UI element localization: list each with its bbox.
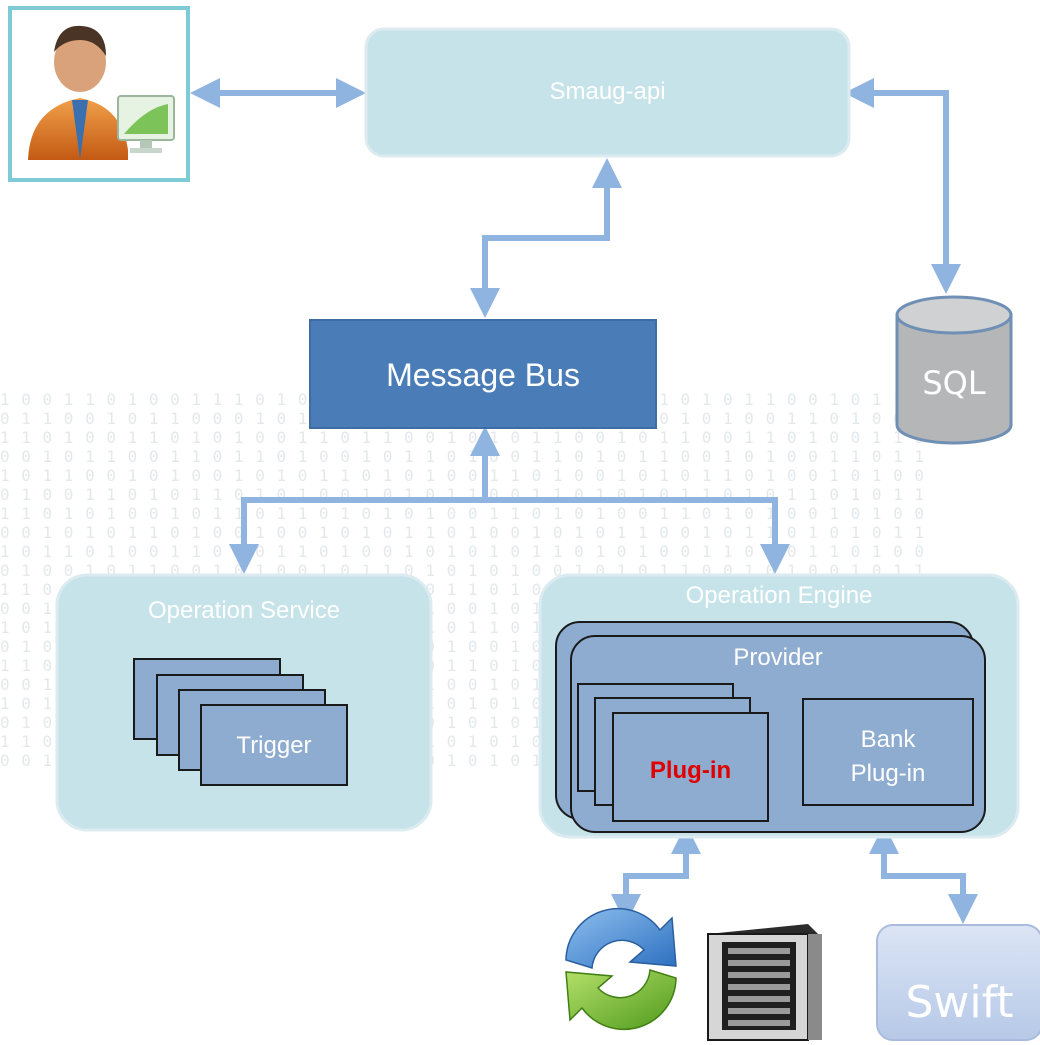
connectors [190, 78, 978, 924]
provider-label: Provider [733, 644, 823, 671]
smaug-api-label: Smaug-api [549, 78, 666, 105]
arrow-api-sql [844, 78, 961, 294]
swift-label: Swift [905, 977, 1014, 1028]
sync-icon [565, 907, 677, 1031]
user-icon [8, 6, 190, 182]
sql-label: SQL [922, 364, 986, 402]
trigger-stack [133, 658, 348, 786]
plugin-label: Plug-in [649, 757, 732, 784]
arrow-bank-swift [869, 824, 978, 924]
message-bus-box [309, 319, 657, 429]
trigger-card [200, 704, 348, 786]
arrow-bus-service [229, 497, 485, 574]
swift-box [876, 924, 1040, 1041]
bank-plugin-box [802, 698, 974, 806]
plugin-card [612, 712, 769, 822]
bank-plugin-label: Bank Plug-in [850, 726, 926, 787]
operation-engine-label: Operation Engine [685, 582, 873, 609]
database-icon [895, 295, 1013, 445]
operation-service-label: Operation Service [147, 597, 341, 624]
arrow-plugin-sync [611, 824, 701, 924]
trigger-label: Trigger [236, 732, 312, 759]
arrow-bus-engine [485, 497, 790, 574]
server-icon [707, 924, 822, 1041]
plugin-stack [577, 683, 769, 822]
message-bus-label: Message Bus [386, 357, 580, 393]
arrow-api-bus [470, 158, 622, 318]
smaug-api-box [364, 27, 851, 158]
